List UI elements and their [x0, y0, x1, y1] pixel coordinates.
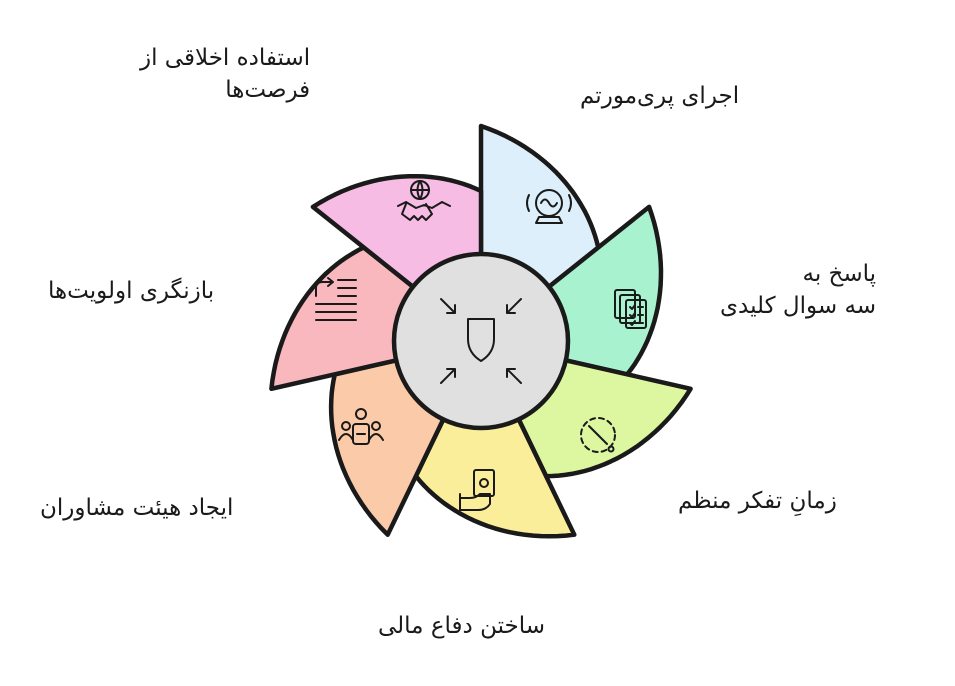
segment-outline-three-questions	[541, 204, 664, 377]
segment-priorities	[271, 247, 419, 389]
segment-financial-defense	[415, 413, 575, 537]
handshake-globe-icon	[397, 180, 451, 221]
label-thinking-time: زمانِ تفکر منظم	[678, 488, 837, 514]
segment-outline-financial-defense	[413, 410, 577, 539]
money-hand-icon	[459, 469, 495, 511]
shield-compress-icon	[440, 298, 522, 384]
segment-thinking-time	[515, 358, 691, 477]
segment-pre-mortem	[481, 126, 599, 292]
segment-outline-thinking-time	[513, 356, 693, 479]
label-financial-defense: ساختن دفاع مالی	[378, 613, 546, 639]
checklist-documents-icon	[614, 289, 647, 329]
label-priorities: بازنگری اولویت‌ها	[48, 278, 215, 304]
center-hub	[391, 251, 571, 431]
crystal-ball-icon	[526, 189, 572, 224]
list-priority-icon	[315, 277, 357, 321]
segment-outline-advisory-board	[328, 356, 449, 537]
segment-outline-ethical-opportunities	[310, 173, 484, 294]
label-three-questions: پاسخ به سه سوال کلیدی	[720, 261, 877, 319]
segment-outline-pre-mortem	[478, 123, 601, 294]
label-ethical-opportunities: استفاده اخلاقی از فرصت‌ها	[140, 45, 311, 103]
timer-icon	[580, 417, 616, 453]
segment-three-questions	[543, 206, 661, 375]
meeting-group-icon	[338, 408, 384, 445]
segment-outline-priorities	[269, 245, 421, 392]
label-pre-mortem: اجرای پری‌مورتم	[580, 83, 740, 109]
label-advisory-board: ایجاد هیئت مشاوران	[40, 495, 234, 521]
